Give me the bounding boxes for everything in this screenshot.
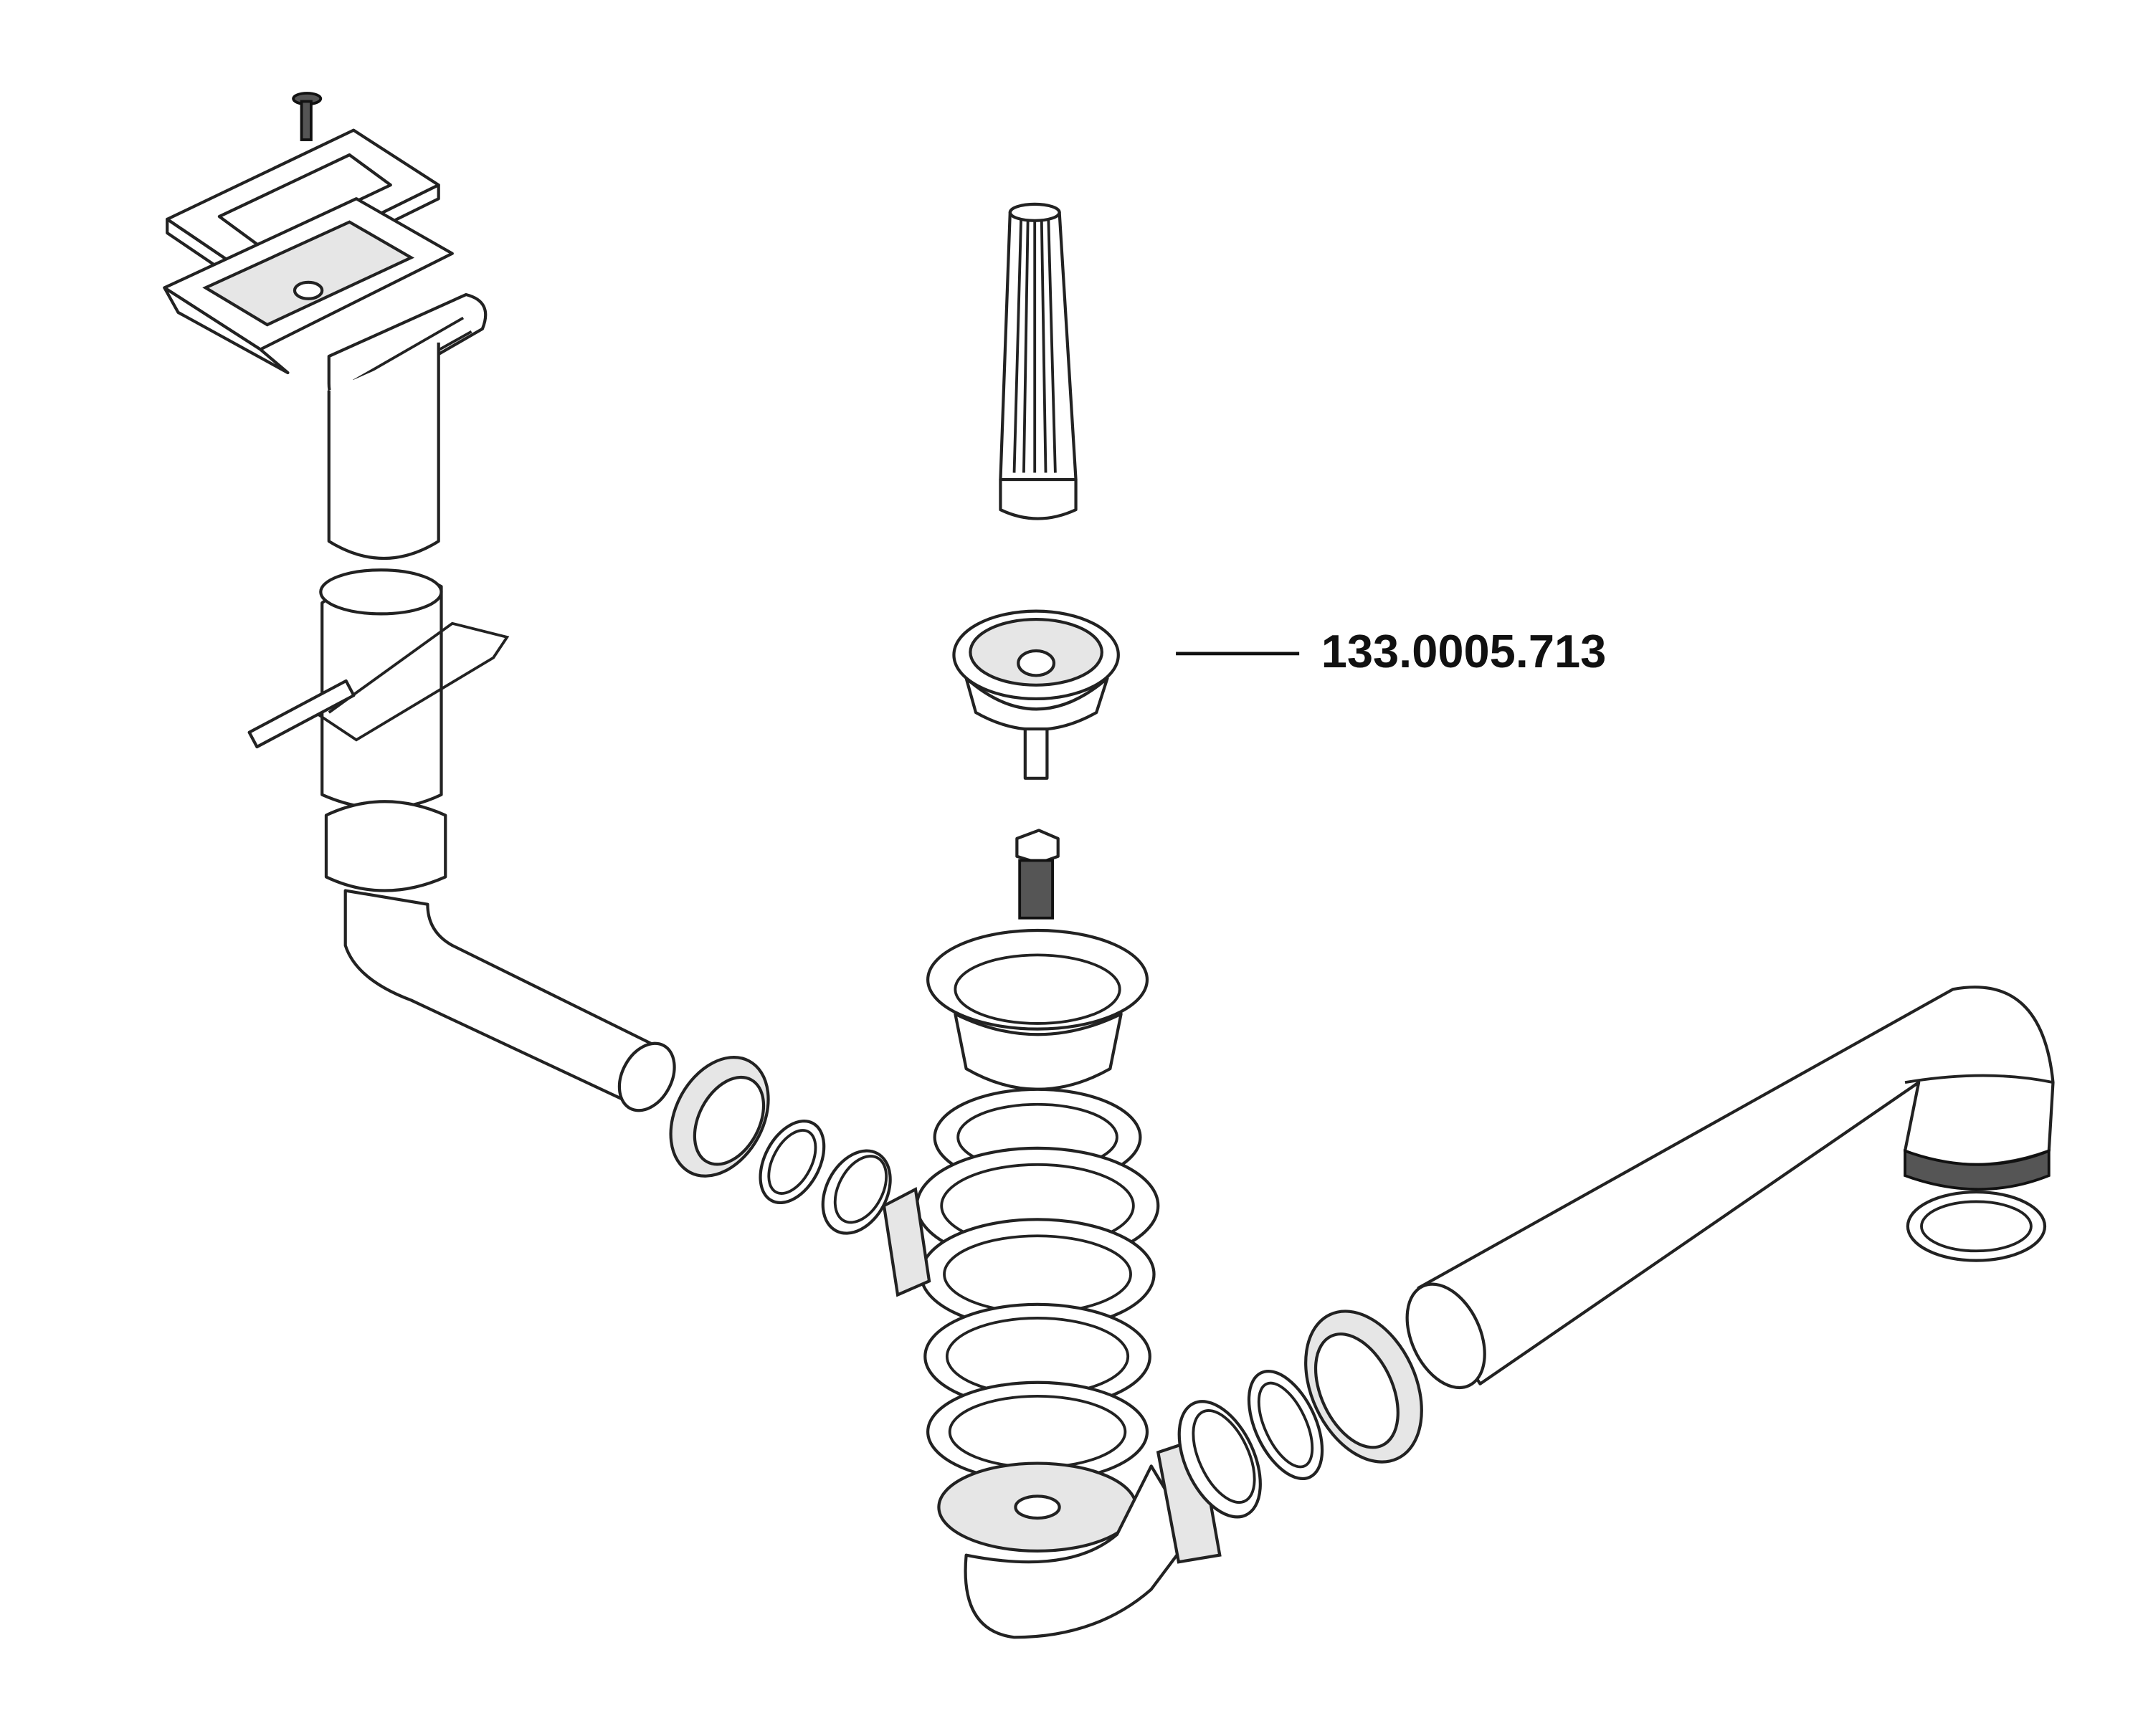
left-seal-ring (759, 1120, 826, 1205)
outlet-pipe (1405, 986, 2055, 1390)
sink-drain-flange (926, 928, 1149, 1091)
overflow-connector (247, 568, 510, 810)
right-nut (1304, 1310, 1423, 1464)
overflow-body (163, 197, 488, 561)
overflow-pipe (324, 800, 676, 1112)
part-number-label: 133.0005.713 (1321, 625, 1607, 677)
drain-body (882, 1146, 1222, 1639)
overflow-screw (292, 92, 323, 141)
outlet-seal-ring (1906, 1190, 2047, 1262)
left-nut (669, 1056, 770, 1178)
center-bolt (1015, 829, 1060, 920)
right-cone-washer (1177, 1400, 1262, 1519)
strainer-plug (952, 609, 1120, 780)
right-seal-ring (1247, 1370, 1324, 1481)
strainer-basket (999, 202, 1078, 520)
